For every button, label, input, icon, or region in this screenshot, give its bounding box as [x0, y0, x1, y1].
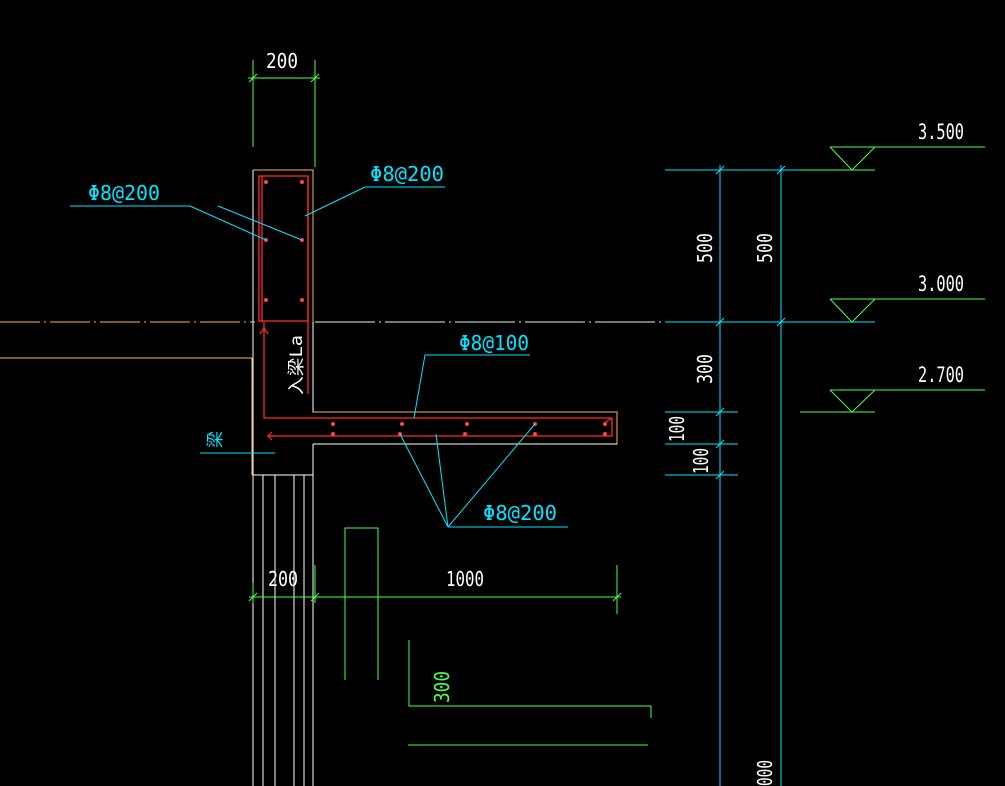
rebar-label-slab-bottom: Φ8@200: [483, 501, 557, 525]
elevation-bottom: 2.700: [918, 363, 964, 387]
dim-height-300-a: 300: [693, 354, 717, 384]
dim-height-500-a: 500: [693, 233, 717, 263]
beam-annotation: 梁: [206, 431, 226, 448]
elevation-marker-bottom: [800, 389, 985, 413]
rebar-label-slab-top: Φ8@100: [459, 331, 529, 355]
elevation-texts: 3.500 3.000 2.700: [918, 120, 964, 387]
rebar-label-texts: Φ8@200 Φ8@200 Φ8@100 Φ8@200: [88, 162, 557, 525]
rebar-cage: [258, 175, 613, 437]
anchorage-arrow: [259, 327, 275, 441]
dimension-texts: 200 200 1000 500 500 300 100 100 000: [266, 49, 777, 786]
elevation-marker-top: [800, 146, 985, 171]
elevation-top: 3.500: [918, 120, 964, 144]
dim-height-100-b: 100: [689, 448, 713, 474]
dim-height-300-b: 300: [430, 671, 454, 703]
rebar-label-wall-right: Φ8@200: [370, 162, 444, 186]
elevation-middle: 3.000: [918, 272, 964, 296]
dim-cantilever-length: 1000: [446, 567, 484, 591]
dim-wall-width-bottom: 200: [268, 567, 298, 591]
wall-orange-edge: [251, 169, 618, 475]
rebar-label-wall-left: Φ8@200: [88, 181, 160, 205]
anchor-annotation: 入梁La: [287, 335, 307, 395]
annotation-texts: 入梁La 梁: [206, 335, 307, 448]
vertical-dimension-lines: [715, 165, 786, 786]
dim-wall-width-top: 200: [266, 49, 298, 73]
elevation-marker-middle: [829, 298, 985, 323]
dim-height-100-a: 100: [665, 416, 689, 442]
dim-bottom-partial: 000: [753, 760, 777, 786]
leader-lines: [70, 169, 800, 528]
dimension-lines: [248, 60, 652, 746]
dim-height-500-b: 500: [753, 233, 777, 263]
column-below: [252, 475, 305, 786]
